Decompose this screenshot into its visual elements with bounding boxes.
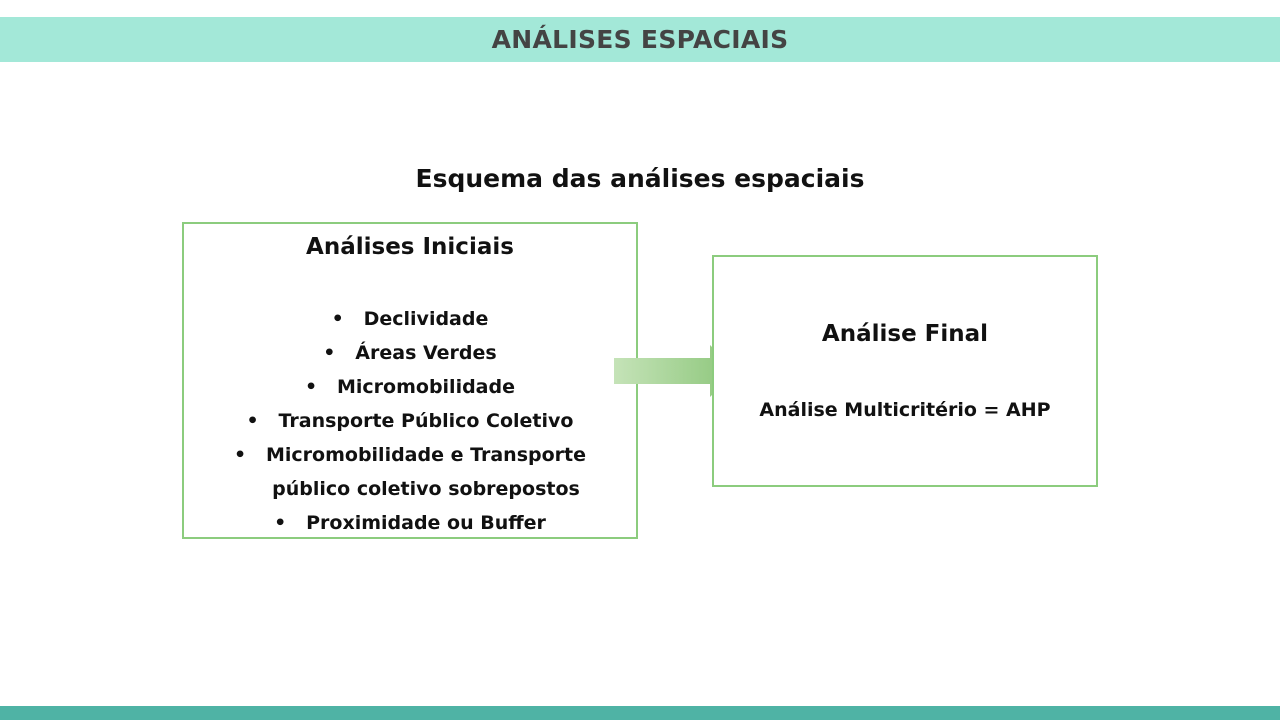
list-item-label: Proximidade ou Buffer — [306, 512, 546, 534]
list-item: • Áreas Verdes — [184, 336, 636, 370]
list-item: • Proximidade ou Buffer — [184, 506, 636, 540]
page-title: ANÁLISES ESPACIAIS — [491, 25, 789, 54]
bullet-icon: • — [246, 410, 259, 432]
initial-analyses-box: Análises Iniciais • Declividade • Áreas … — [182, 222, 638, 539]
footer-band — [0, 706, 1280, 720]
list-item-label: Áreas Verdes — [355, 342, 497, 364]
list-item: • Declividade — [184, 302, 636, 336]
final-analysis-box: Análise Final Análise Multicritério = AH… — [712, 255, 1098, 487]
header-band: ANÁLISES ESPACIAIS — [0, 17, 1280, 62]
bullet-icon: • — [233, 444, 247, 466]
list-item: • Micromobilidade — [184, 370, 636, 404]
list-item-label: Micromobilidade — [336, 376, 515, 398]
final-analysis-heading: Análise Final — [821, 321, 989, 347]
list-item-label-continuation: público coletivo sobrepostos — [272, 478, 580, 500]
list-item-label: Declividade — [363, 308, 489, 330]
right-arrow-icon — [614, 345, 736, 397]
diagram-title: Esquema das análises espaciais — [415, 164, 865, 193]
initial-analyses-heading: Análises Iniciais — [306, 234, 514, 260]
list-item-label: Micromobilidade e Transporte — [265, 444, 586, 466]
bullet-icon: • — [274, 512, 287, 534]
list-item-label: Transporte Público Coletivo — [278, 410, 574, 432]
initial-analyses-list: • Declividade • Áreas Verdes • Micromobi… — [184, 302, 636, 540]
list-item: • Micromobilidade e Transporte público c… — [184, 438, 636, 506]
bullet-icon: • — [323, 342, 336, 364]
list-item: • Transporte Público Coletivo — [184, 404, 636, 438]
final-analysis-subtitle: Análise Multicritério = AHP — [759, 399, 1051, 421]
bullet-icon: • — [304, 376, 318, 398]
bullet-icon: • — [331, 308, 344, 330]
